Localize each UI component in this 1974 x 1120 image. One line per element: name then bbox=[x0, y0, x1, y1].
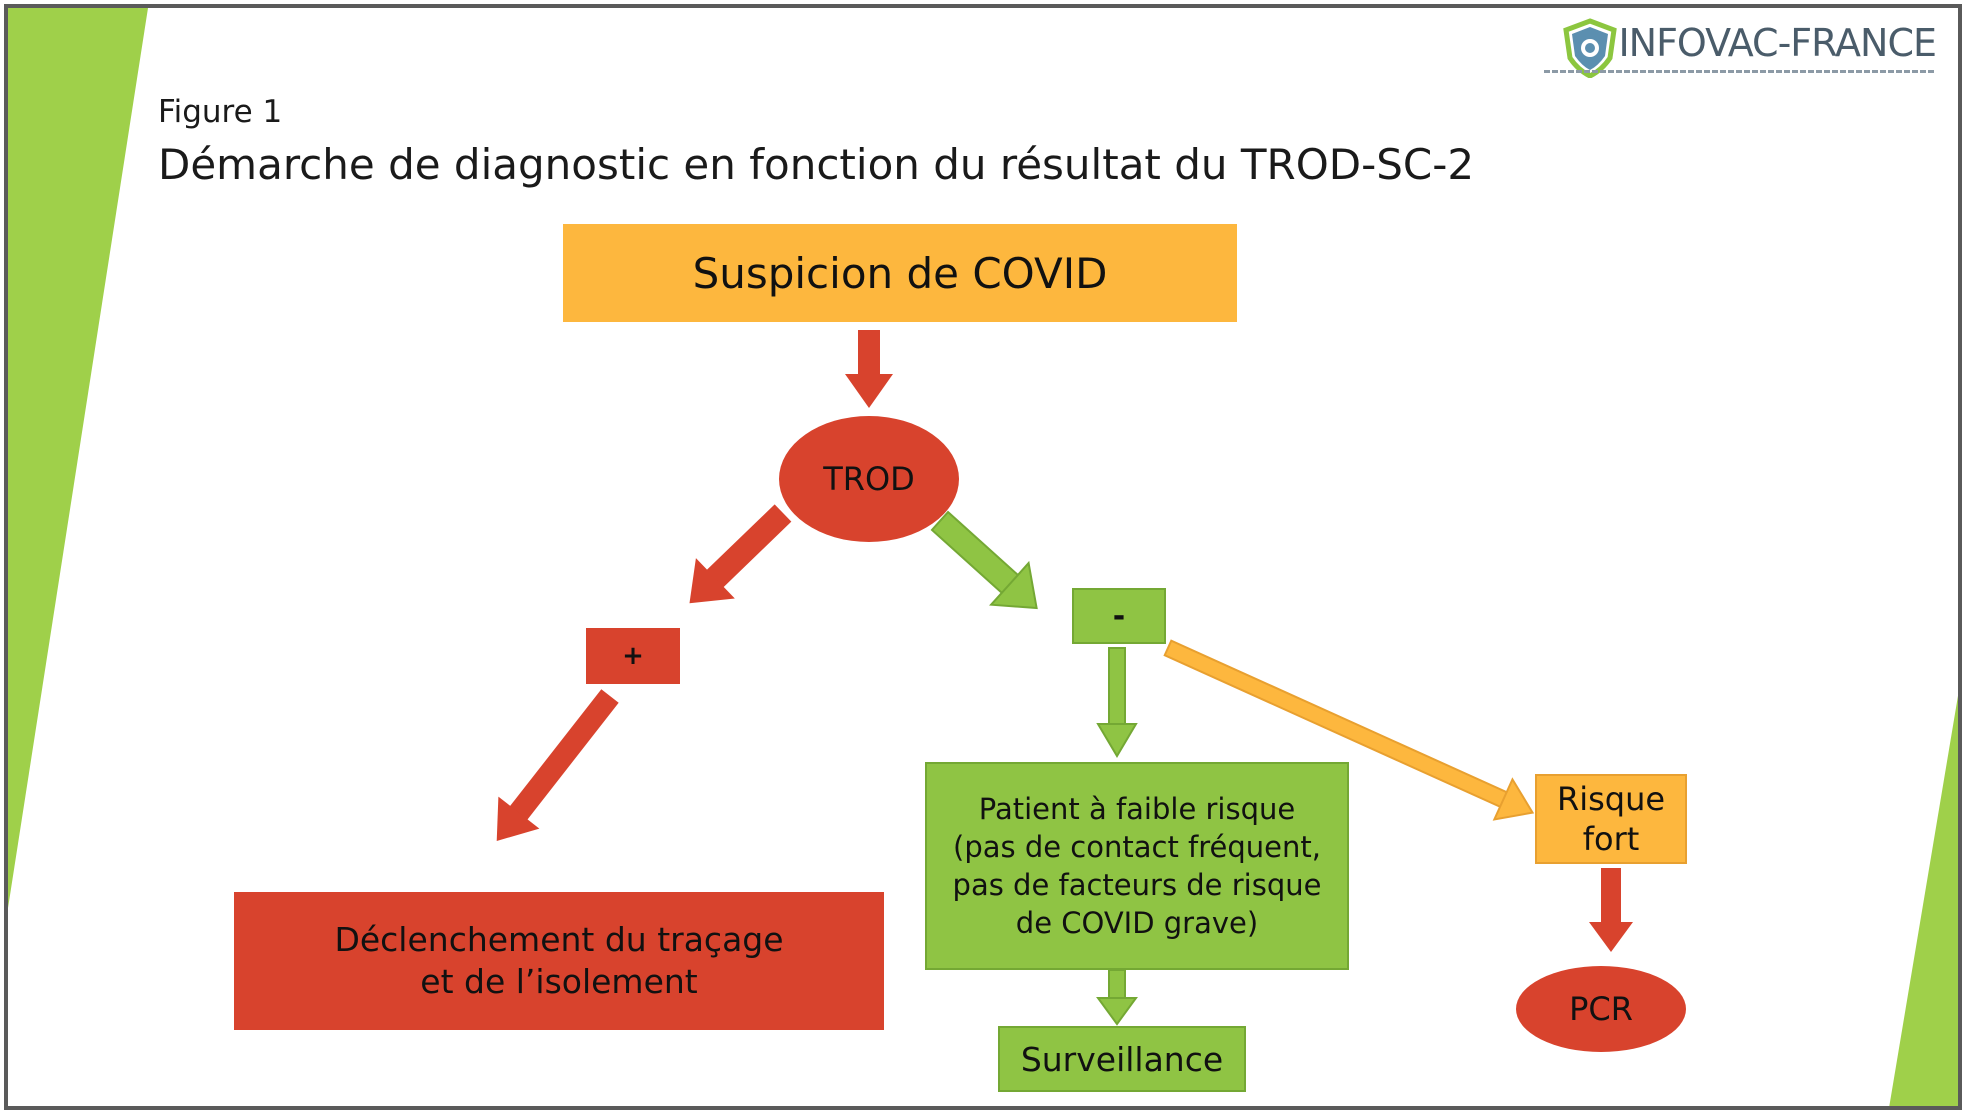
slide-decoration bbox=[8, 8, 1958, 1106]
node-declenchement: Déclenchement du traçage et de l’isoleme… bbox=[234, 892, 884, 1030]
arrow-trod-to-positive bbox=[689, 504, 792, 604]
figure-label: Figure 1 bbox=[158, 94, 283, 130]
infovac-logo: INFOVAC-FRANCE bbox=[1544, 18, 1937, 88]
flow-arrows bbox=[496, 330, 1633, 1026]
node-positive: + bbox=[586, 628, 680, 684]
node-trod: TROD bbox=[779, 416, 959, 542]
slide-frame: INFOVAC-FRANCE Figure 1 Démarche de diag… bbox=[4, 4, 1962, 1110]
arrow-negative-to-risque-fort bbox=[1163, 639, 1535, 821]
arrow-suspicion-to-trod bbox=[845, 330, 893, 408]
node-negative: - bbox=[1072, 588, 1166, 644]
shield-virus-icon bbox=[1563, 18, 1618, 78]
node-pcr: PCR bbox=[1516, 966, 1686, 1052]
node-surveillance: Surveillance bbox=[998, 1026, 1246, 1092]
logo-tagline bbox=[1544, 70, 1934, 73]
node-patient-faible-risque: Patient à faible risque (pas de contact … bbox=[925, 762, 1349, 970]
arrow-patient-to-surveillance bbox=[1096, 969, 1138, 1026]
arrow-risque-fort-to-pcr bbox=[1589, 868, 1633, 952]
arrow-negative-to-patient bbox=[1096, 647, 1138, 758]
node-suspicion: Suspicion de COVID bbox=[563, 224, 1237, 322]
right-green-band bbox=[1889, 695, 1958, 1106]
arrow-positive-to-declenchement bbox=[496, 689, 619, 841]
left-green-band bbox=[8, 8, 148, 908]
node-risque-fort: Risque fort bbox=[1535, 774, 1687, 864]
figure-title: Démarche de diagnostic en fonction du ré… bbox=[158, 140, 1475, 189]
arrow-trod-to-negative bbox=[930, 510, 1038, 610]
logo-text: INFOVAC-FRANCE bbox=[1618, 21, 1937, 65]
